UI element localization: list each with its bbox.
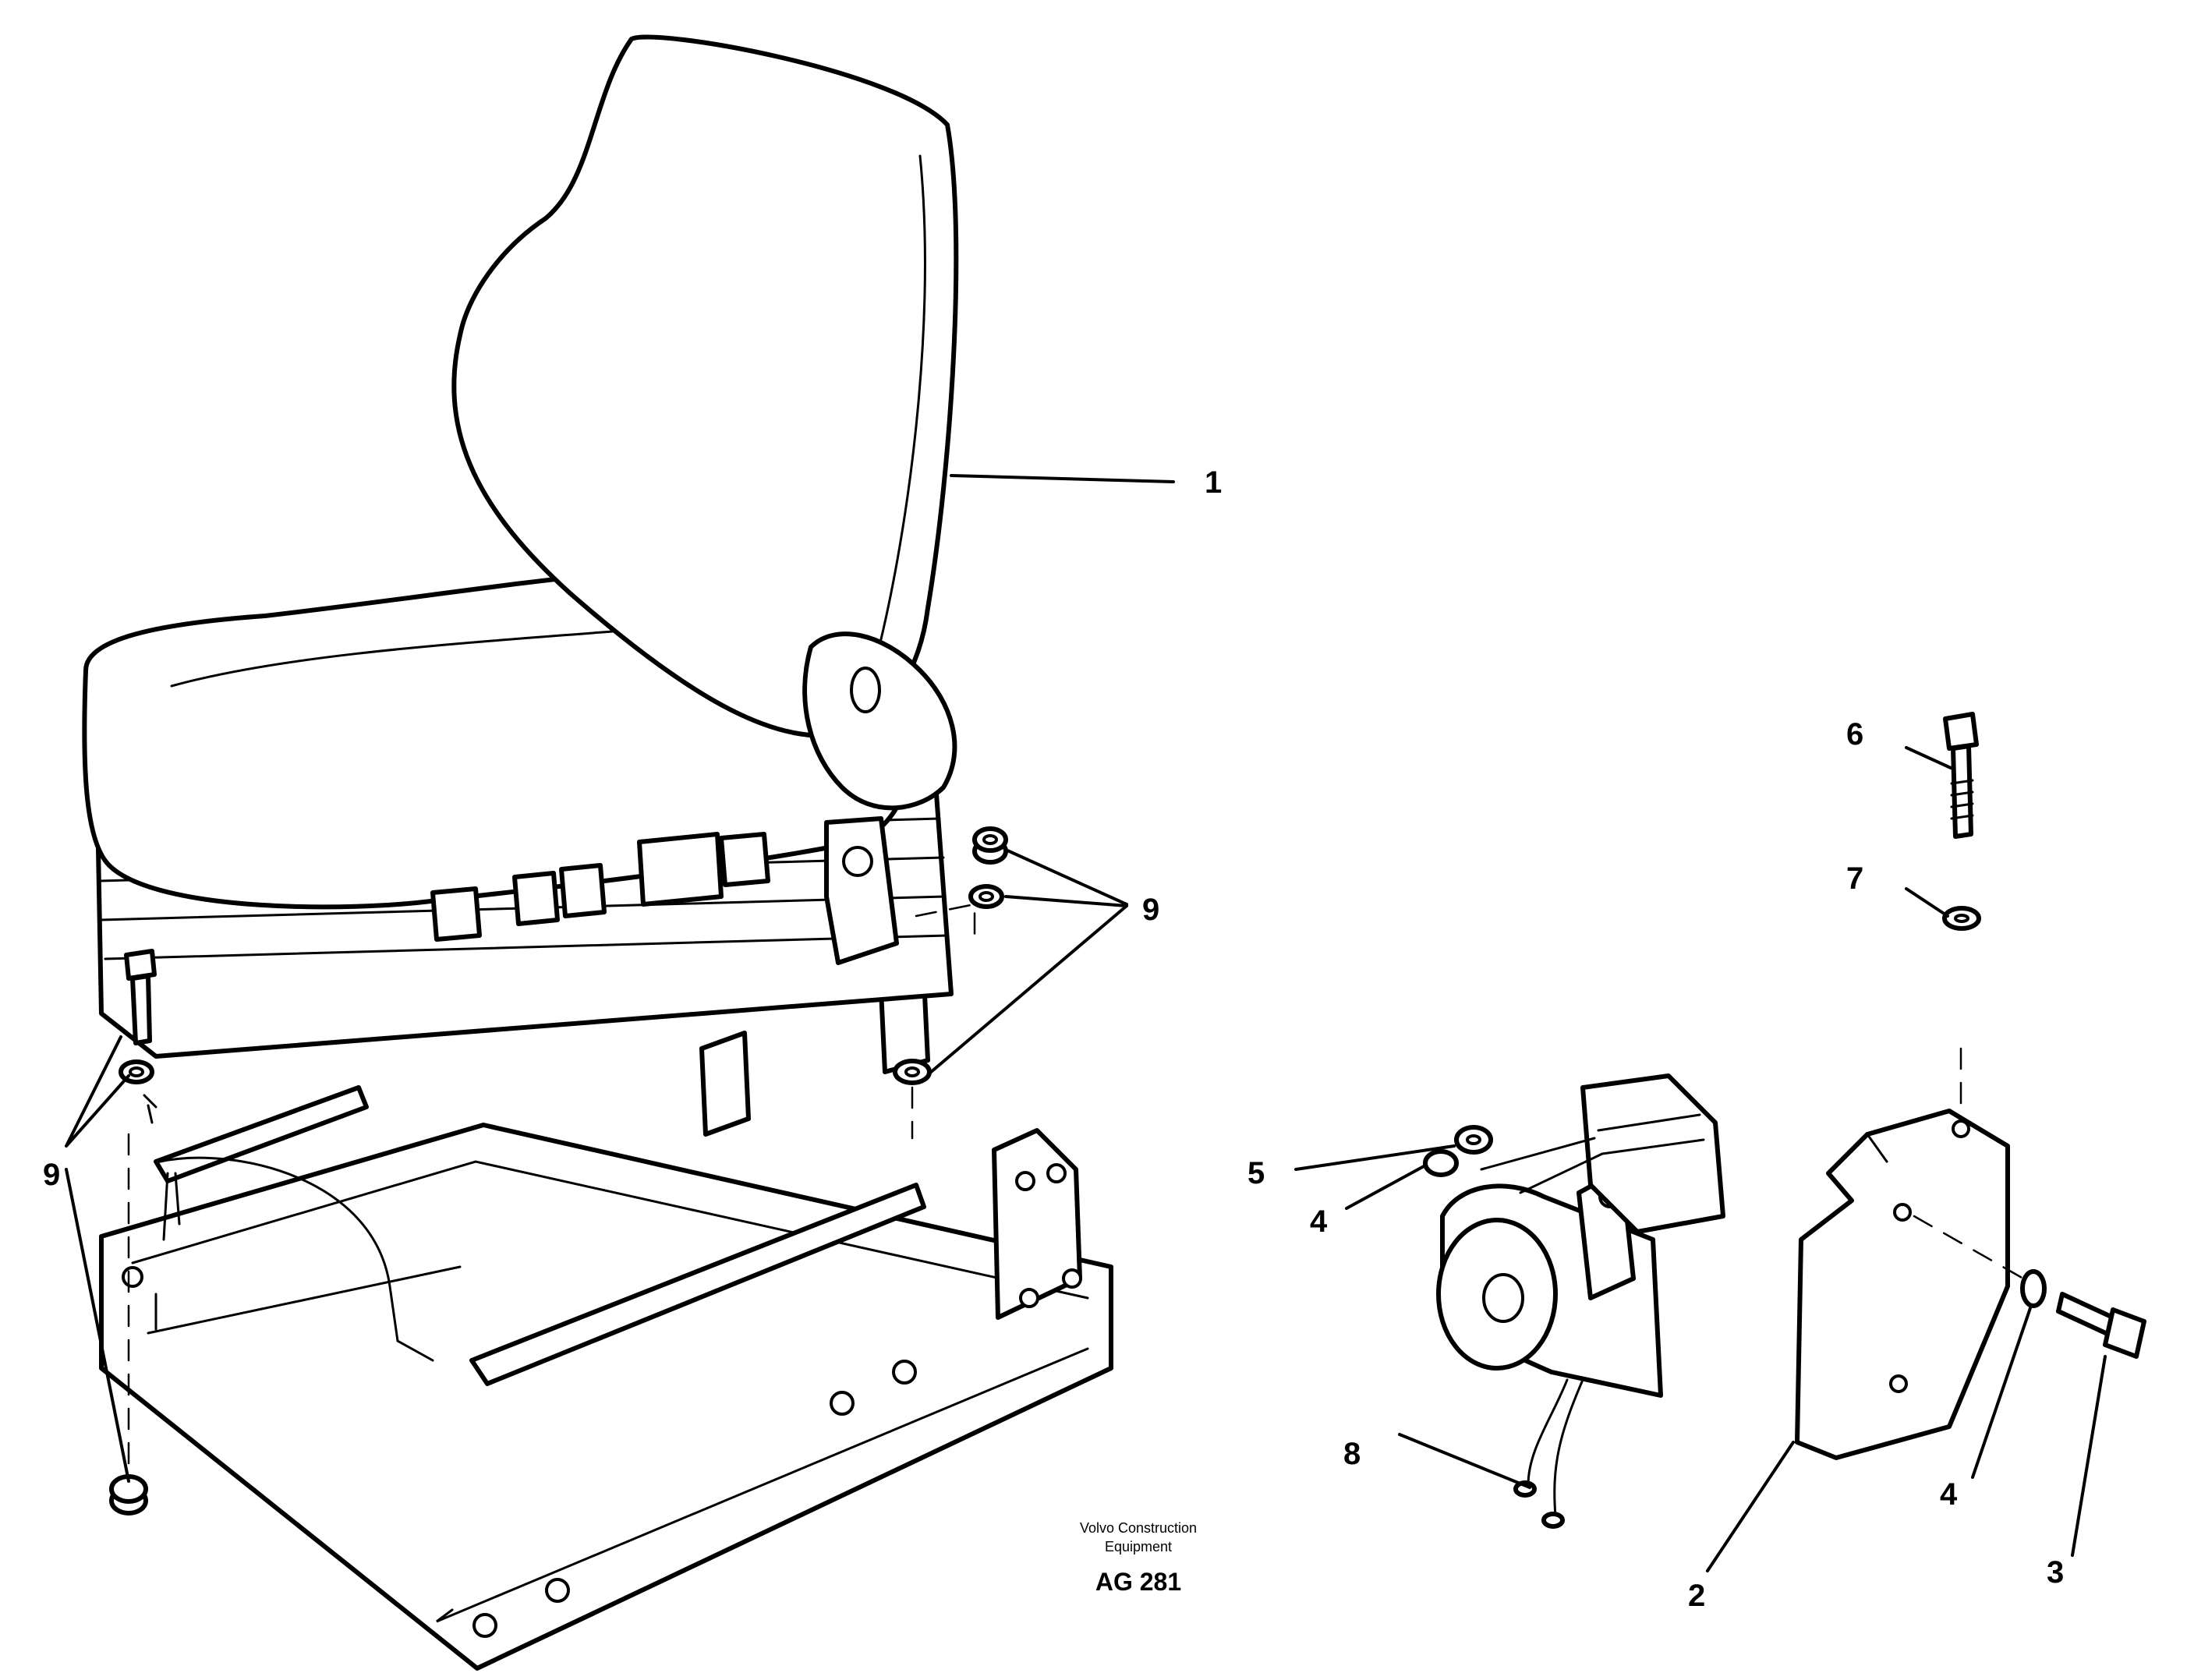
callout-4-left: 4	[1310, 1204, 1328, 1239]
motor-icon	[1423, 1073, 1725, 1529]
bolt-icon	[124, 949, 914, 1467]
callout-5: 5	[1247, 1156, 1265, 1190]
brand-line-2: Equipment	[1105, 1539, 1172, 1554]
callout-9-right: 9	[1142, 893, 1159, 927]
callout-1: 1	[1205, 465, 1222, 500]
callout-4-right: 4	[1940, 1477, 1958, 1512]
drawing-code: AG 281	[1095, 1568, 1181, 1596]
callout-7: 7	[1846, 861, 1863, 896]
callout-8: 8	[1343, 1437, 1361, 1471]
nut-icon	[109, 826, 1008, 1516]
bracket-plate-icon	[1795, 712, 2146, 1460]
callout-9-left: 9	[43, 1158, 60, 1192]
callout-6: 6	[1846, 717, 1863, 752]
brand-line-1: Volvo Construction	[1080, 1520, 1197, 1536]
callout-2: 2	[1688, 1579, 1705, 1613]
leader-lines	[65, 474, 2107, 1572]
callout-3: 3	[2047, 1555, 2064, 1590]
seat-icon	[82, 34, 1113, 1671]
